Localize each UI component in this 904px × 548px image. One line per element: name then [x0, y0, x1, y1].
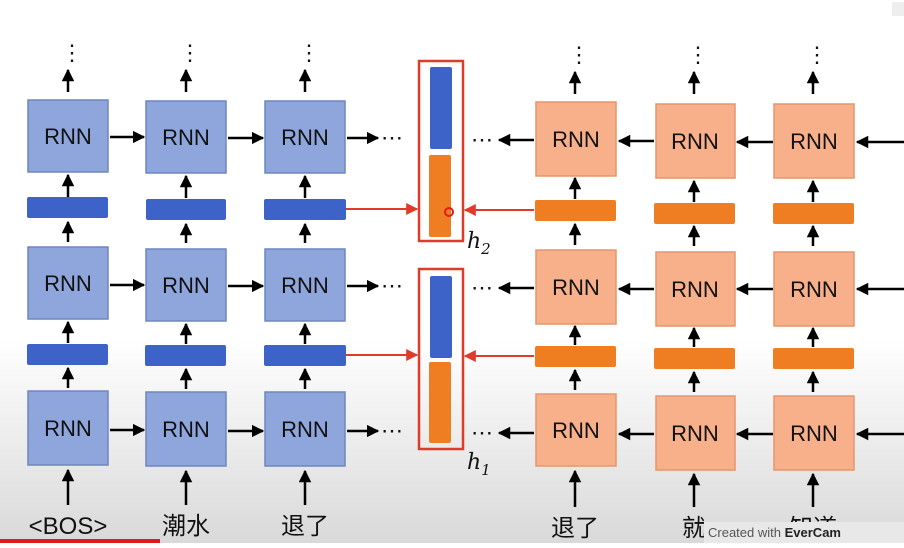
rnn-cell: RNN: [535, 249, 617, 325]
rnn-cell: RNN: [27, 390, 109, 466]
encoder-column-2: ⋮ RNN RNN RNN 潮水: [145, 40, 227, 540]
hidden-vector: [535, 346, 616, 367]
vertical-ellipsis: ⋮: [61, 40, 84, 65]
svg-text:RNN: RNN: [671, 277, 719, 302]
svg-text:RNN: RNN: [671, 129, 719, 154]
rnn-cell: RNN: [655, 395, 736, 471]
encoder-recurrent-arrows: ⋯ ⋯ ⋯: [110, 125, 404, 443]
rnn-cell: RNN: [27, 246, 109, 320]
svg-text:RNN: RNN: [44, 416, 92, 441]
state-connectors: [346, 203, 534, 362]
hidden-vector: [27, 197, 108, 218]
backward-column-1: ⋮ RNN RNN RNN 退了: [535, 42, 617, 542]
vertical-ellipsis: ⋮: [179, 40, 202, 65]
horizontal-ellipsis: ⋯: [381, 418, 404, 443]
forward-state: [430, 67, 452, 149]
state-label-h1: h1: [467, 450, 491, 479]
rnn-cell: RNN: [655, 103, 736, 179]
hidden-vector: [654, 203, 735, 224]
input-token: 退了: [281, 513, 329, 540]
input-token-bos: <BOS>: [29, 513, 108, 540]
encoder-column-1: ⋮ RNN RNN RNN <BOS>: [27, 40, 109, 540]
backward-column-3: ⋮ RNN RNN RNN 知道: [773, 42, 855, 542]
hidden-vector: [27, 344, 108, 365]
svg-text:RNN: RNN: [671, 421, 719, 446]
encoder-column-3: ⋮ RNN RNN RNN 退了: [264, 40, 346, 540]
svg-text:RNN: RNN: [790, 421, 838, 446]
hidden-vector: [145, 345, 226, 366]
cursor-marker: [444, 207, 454, 217]
hidden-vector: [773, 203, 854, 224]
horizontal-ellipsis: ⋯: [471, 275, 494, 300]
backward-column-2: ⋮ RNN RNN RNN 就: [654, 42, 736, 542]
vertical-ellipsis: ⋮: [568, 42, 591, 67]
hidden-vector: [773, 348, 854, 369]
rnn-cell: RNN: [655, 251, 736, 327]
state-label-h2: h2: [467, 229, 491, 258]
svg-text:RNN: RNN: [44, 271, 92, 296]
rnn-cell: RNN: [773, 395, 855, 471]
rnn-cell: RNN: [773, 251, 855, 327]
horizontal-ellipsis: ⋯: [471, 420, 494, 445]
svg-text:RNN: RNN: [790, 277, 838, 302]
svg-text:RNN: RNN: [281, 273, 329, 298]
horizontal-ellipsis: ⋯: [381, 125, 404, 150]
evercam-watermark: Created with EverCam: [704, 522, 904, 543]
backward-recurrent-arrows: ⋯ ⋯ ⋯: [471, 127, 904, 445]
input-token: 就: [682, 515, 706, 542]
horizontal-ellipsis: ⋯: [471, 127, 494, 152]
hidden-vector: [264, 199, 346, 220]
rnn-cell: RNN: [145, 248, 227, 322]
corner-mark: [892, 2, 904, 16]
video-progress-bar[interactable]: [0, 539, 160, 543]
vertical-ellipsis: ⋮: [806, 42, 829, 67]
svg-text:RNN: RNN: [162, 273, 210, 298]
svg-text:RNN: RNN: [162, 417, 210, 442]
rnn-cell: RNN: [27, 99, 109, 173]
vertical-ellipsis: ⋮: [298, 40, 321, 65]
svg-text:RNN: RNN: [44, 124, 92, 149]
svg-text:RNN: RNN: [552, 275, 600, 300]
vertical-ellipsis: ⋮: [687, 42, 710, 67]
highlight-box: [417, 267, 465, 451]
backward-state: [429, 155, 451, 237]
rnn-cell: RNN: [535, 101, 617, 177]
svg-text:RNN: RNN: [552, 418, 600, 443]
horizontal-ellipsis: ⋯: [381, 273, 404, 298]
rnn-cell: RNN: [773, 103, 855, 179]
forward-state: [430, 276, 452, 358]
backward-state: [429, 362, 451, 443]
hidden-vector: [535, 200, 616, 221]
hidden-vector: [264, 345, 346, 366]
rnn-cell: RNN: [535, 393, 617, 467]
rnn-cell: RNN: [145, 391, 227, 467]
hidden-vector: [654, 348, 735, 369]
concat-state-h2: h2: [417, 59, 491, 258]
hidden-vector: [146, 199, 226, 220]
svg-text:RNN: RNN: [281, 125, 329, 150]
rnn-cell: RNN: [264, 100, 346, 174]
rnn-cell: RNN: [145, 100, 227, 174]
svg-text:RNN: RNN: [281, 417, 329, 442]
svg-text:RNN: RNN: [790, 129, 838, 154]
svg-text:RNN: RNN: [162, 125, 210, 150]
input-token: 退了: [551, 515, 599, 542]
rnn-cell: RNN: [264, 248, 346, 322]
concat-state-h1: h1: [417, 267, 491, 479]
input-token: 潮水: [162, 513, 210, 540]
svg-text:RNN: RNN: [552, 127, 600, 152]
highlight-box: [417, 59, 465, 243]
rnn-cell: RNN: [264, 391, 346, 467]
